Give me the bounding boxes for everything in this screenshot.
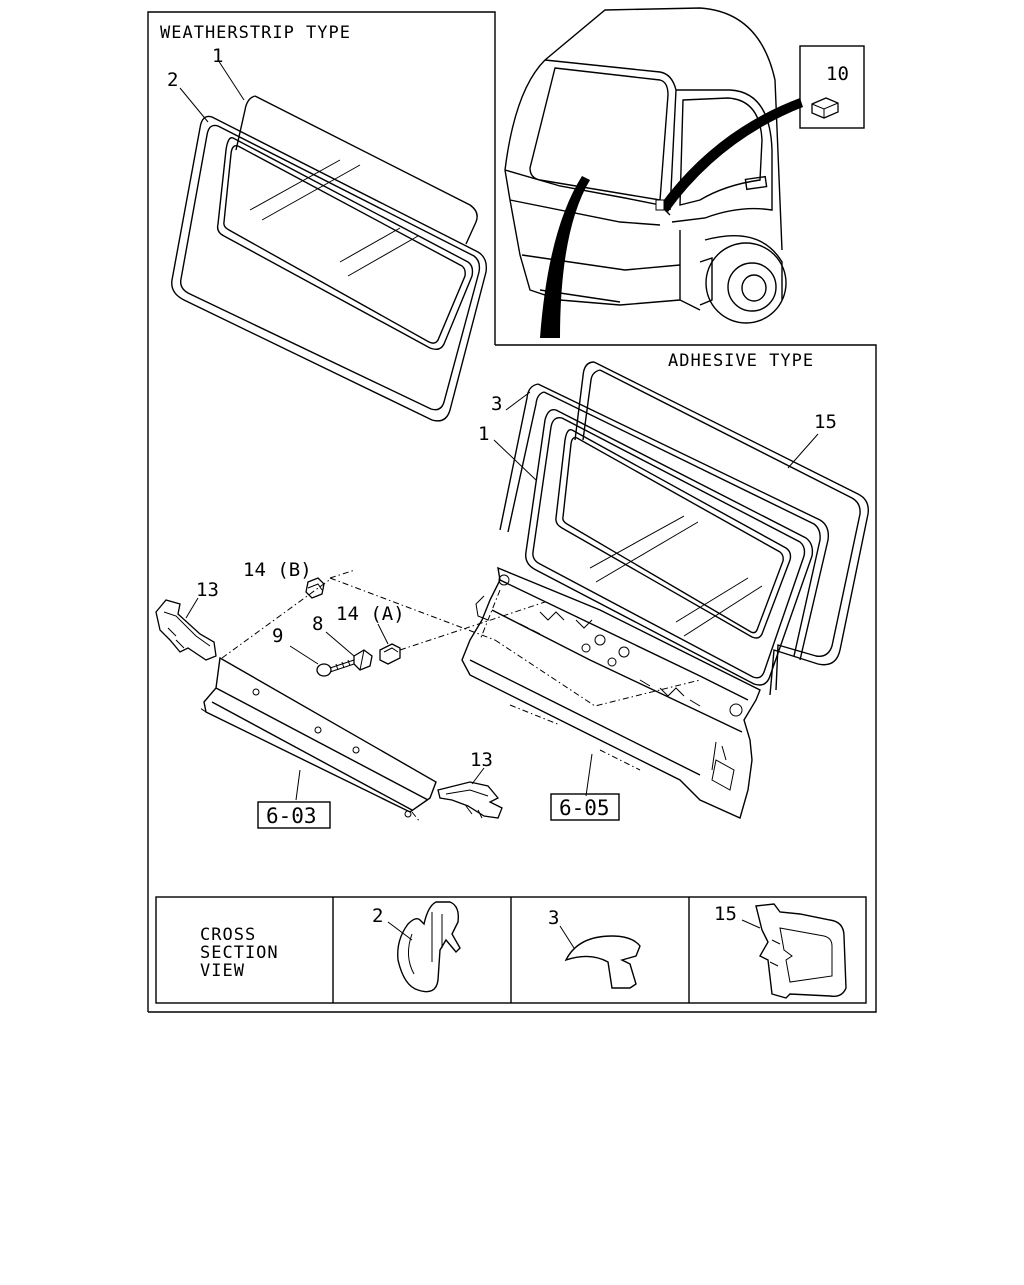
part-10-detail-box [799,45,865,129]
ref-box-605 [550,793,620,821]
leader-13-right [471,767,485,785]
leader-3 [505,391,531,411]
callout-15: 15 [814,411,837,433]
leader-15 [787,433,819,469]
part-9-screw [316,659,355,677]
part-8-washer [353,649,373,671]
callout-14a: 14 (A) [336,603,405,625]
leader-14a [377,623,389,645]
adhesive-type-heading: ADHESIVE TYPE [668,351,814,371]
ref-box-603 [257,801,331,829]
cross-section-title-line3: VIEW [200,961,245,981]
ref-605: 6-05 [559,796,610,820]
callout-13-right: 13 [470,749,493,771]
callout-8: 8 [312,613,323,635]
cross-section-table [155,896,867,1004]
leader-603 [295,769,301,801]
section-15-label: 15 [714,903,737,925]
part-13-right-bracket [437,781,503,819]
weatherstrip-seal-part-2 [171,115,488,422]
cowl-dashed-outline [329,569,701,707]
section-2-label: 2 [372,905,383,927]
weatherstrip-type-heading: WEATHERSTRIP TYPE [160,23,351,43]
leader-9 [289,645,319,665]
callout-10: 10 [826,63,849,85]
dash-panel-part [199,577,437,823]
leader-1-top [217,59,245,101]
section-15-profile [755,903,847,999]
part-14a-grommet [379,601,546,665]
weatherstrip-glass-part-1 [235,95,478,245]
callout-1-mid: 1 [478,423,489,445]
diagram-frame [147,11,877,1013]
leader-13-left [185,597,199,619]
cowl-panel-assembly [461,566,761,819]
part-14b-clip [305,577,325,599]
callout-13-left: 13 [196,579,219,601]
adhesive-seal-part-15 [574,361,869,696]
callout-2-top: 2 [167,69,178,91]
cross-section-title-line1: CROSS [200,925,256,945]
section-3-profile [564,935,641,989]
section-15-leader [741,919,761,929]
section-2-leader [387,921,413,941]
adhesive-molding-part-3 [499,383,830,661]
leader-605 [585,753,593,797]
leader-8 [325,631,355,657]
adhesive-glass-part-1 [525,409,814,686]
section-3-leader [559,925,575,949]
section-3-label: 3 [548,907,559,929]
leader-2-top [179,87,209,123]
callout-3: 3 [491,393,502,415]
callout-1-top: 1 [212,45,223,67]
callout-9: 9 [272,625,283,647]
ref-603: 6-03 [266,804,317,828]
leader-1-mid [493,439,537,481]
part-13-left-bracket [155,599,217,661]
cross-section-title-line2: SECTION [200,943,279,963]
truck-cab-illustration [504,7,803,338]
section-2-profile [397,901,461,993]
callout-14b: 14 (B) [243,559,312,581]
